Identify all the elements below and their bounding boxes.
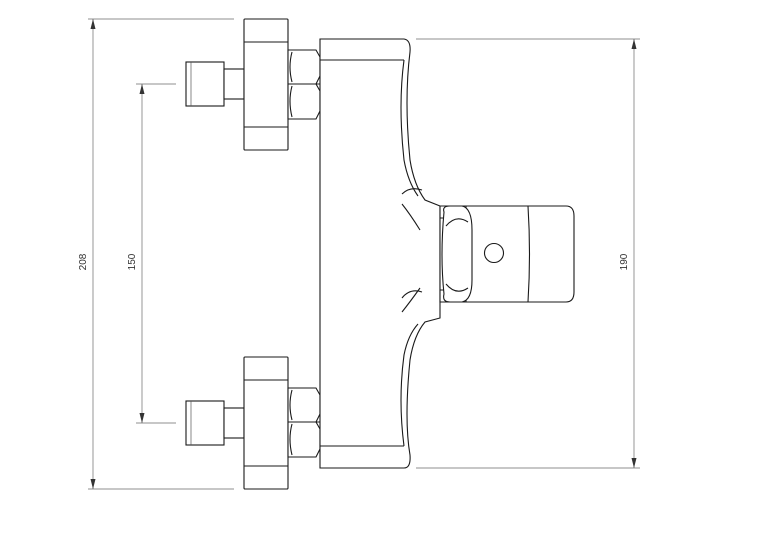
handle-indicator-circle [483, 242, 505, 264]
dimension-label-inlet-spacing: 150 [127, 253, 138, 270]
lower-inlet-connector [185, 356, 321, 490]
dimension-inlet-spacing: 150 [127, 83, 176, 424]
upper-inlet-connector [185, 18, 321, 151]
mixer-handle [439, 205, 575, 303]
mixer-body [319, 38, 441, 469]
dimension-overall-height: 208 [78, 18, 234, 490]
dimension-body-height: 190 [416, 38, 640, 469]
dimension-label-overall-height: 208 [78, 253, 89, 270]
dimension-label-body-height: 190 [619, 253, 630, 270]
